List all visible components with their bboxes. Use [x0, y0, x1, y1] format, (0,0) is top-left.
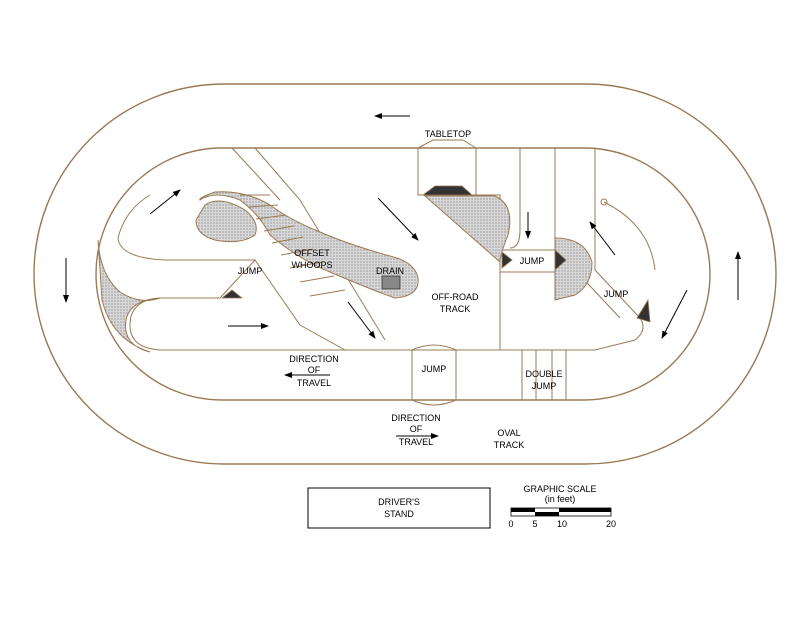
ramp-left-jump [220, 289, 244, 299]
scale-bar-2 [535, 512, 559, 516]
offroad-lane-2 [231, 147, 281, 201]
label-whoops: WHOOPS [291, 260, 332, 270]
scale-title: GRAPHIC SCALE [523, 484, 596, 494]
arrow-offroad-6 [589, 221, 616, 256]
ramp-right-jump [636, 298, 651, 323]
label-drain: DRAIN [376, 266, 404, 276]
label-offset: OFFSET [294, 248, 330, 258]
bottom-jump-box [411, 344, 457, 406]
right-arc [603, 201, 656, 271]
drain-box [381, 275, 401, 290]
label-travel-2: TRAVEL [399, 437, 433, 447]
double-jump-box [521, 350, 567, 400]
label-oval-track: TRACK [494, 440, 525, 450]
infield-center [423, 195, 511, 264]
label-jump-center: JUMP [520, 256, 545, 266]
whoops-left-blob [195, 200, 257, 243]
offroad-lane-1 [254, 147, 386, 341]
arrow-offroad-4 [347, 301, 376, 339]
scale-tick-20: 20 [606, 519, 616, 529]
arrow-offroad-3 [377, 197, 419, 241]
label-jump-right: JUMP [604, 289, 629, 299]
offroad-lane-3 [254, 259, 346, 351]
arrow-offroad-7 [661, 289, 688, 339]
label-direction-1: DIRECTION [289, 354, 339, 364]
drivers-stand-box [307, 487, 491, 529]
right-arc-dot [600, 198, 608, 206]
scale-subtitle: (in feet) [545, 494, 576, 504]
tabletop-outline [417, 139, 477, 149]
infield-right [554, 237, 593, 301]
infield-left [97, 239, 161, 353]
ramp-tabletop [421, 185, 474, 196]
label-offroad-2: TRACK [440, 304, 471, 314]
label-of-2: OF [410, 424, 423, 434]
label-jump-left: JUMP [238, 266, 263, 276]
whoops-hatch [199, 191, 419, 299]
label-offroad-1: OFF-ROAD [432, 292, 479, 302]
oval-track-outer [33, 83, 777, 465]
label-travel-1: TRAVEL [297, 378, 331, 388]
label-direction-2: DIRECTION [391, 413, 441, 423]
label-of-1: OF [308, 365, 321, 375]
label-double-jump: JUMP [532, 381, 557, 391]
offroad-center-4 [500, 271, 556, 300]
oval-track-inner [95, 147, 711, 401]
label-double: DOUBLE [525, 369, 562, 379]
arrow-offroad-1 [149, 189, 181, 215]
scale-frame [510, 507, 612, 517]
ramp-center-jump [501, 251, 513, 269]
scale-bar-1 [511, 508, 535, 512]
ramp-whoops-left [554, 249, 567, 271]
label-oval: OVAL [497, 428, 520, 438]
scale-tick-10: 10 [557, 519, 567, 529]
label-drivers: DRIVER'S [378, 497, 420, 507]
offroad-right-1 [509, 148, 521, 249]
label-tabletop: TABLETOP [425, 129, 471, 139]
offroad-left-upper [117, 194, 151, 239]
scale-bar-3 [559, 508, 611, 512]
whoops-steps [240, 194, 346, 297]
scale-tick-5: 5 [532, 519, 537, 529]
scale-tick-0: 0 [508, 519, 513, 529]
label-jump-bottom: JUMP [422, 364, 447, 374]
label-stand: STAND [384, 509, 414, 519]
